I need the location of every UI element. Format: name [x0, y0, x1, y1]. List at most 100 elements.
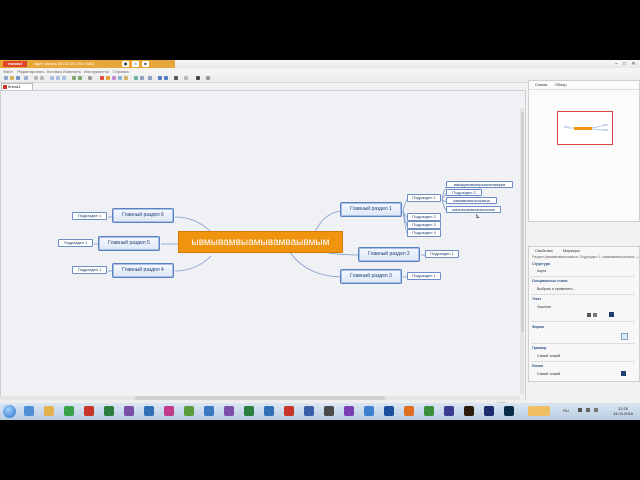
- app-icon[interactable]: [364, 406, 374, 416]
- app-icon[interactable]: [244, 406, 254, 416]
- subtopic-1-1[interactable]: Подраздел 1: [407, 194, 441, 202]
- fit-icon[interactable]: [174, 76, 178, 80]
- copy-icon[interactable]: [56, 76, 60, 80]
- open-icon[interactable]: [10, 76, 14, 80]
- subtopic-4-1[interactable]: Подраздел 1: [72, 266, 107, 274]
- zoom-in-icon[interactable]: [158, 76, 162, 80]
- subsubtopic-3[interactable]: ывамвывапыаывыа: [446, 197, 497, 204]
- tab-properties[interactable]: Свойства: [535, 248, 553, 253]
- summary-icon[interactable]: [148, 76, 152, 80]
- font-select[interactable]: Умолчан: [537, 305, 552, 309]
- minimize-icon[interactable]: –: [615, 61, 618, 67]
- visual-studio-icon[interactable]: [124, 406, 134, 416]
- tray-icon[interactable]: [594, 408, 598, 412]
- new-icon[interactable]: [4, 76, 8, 80]
- app-icon[interactable]: [144, 406, 154, 416]
- line-color-icon[interactable]: [621, 371, 626, 376]
- app-icon[interactable]: [304, 406, 314, 416]
- undo-icon[interactable]: [34, 76, 38, 80]
- main-topic-6[interactable]: Главный раздел 6: [112, 208, 174, 223]
- horizontal-scroll-thumb[interactable]: [135, 396, 385, 400]
- volume-icon[interactable]: [586, 408, 590, 412]
- app-icon[interactable]: [424, 406, 434, 416]
- marker-icon[interactable]: [100, 76, 104, 80]
- subsubtopic-4[interactable]: ывапвыапвыапвыапыв: [446, 206, 501, 213]
- tab-document[interactable]: Книга1: [1, 83, 33, 90]
- advanced-style-select[interactable]: Выбрать и применить...: [537, 287, 576, 291]
- viber-icon[interactable]: [344, 406, 354, 416]
- settings-icon[interactable]: [206, 76, 210, 80]
- menu-help[interactable]: Справка: [113, 69, 129, 74]
- main-topic-5[interactable]: Главный раздел 5: [98, 236, 160, 251]
- ie-icon[interactable]: [24, 406, 34, 416]
- attachment-icon[interactable]: [124, 76, 128, 80]
- app-icon[interactable]: [384, 406, 394, 416]
- menu-modify[interactable]: Изменить: [63, 69, 82, 74]
- explorer-icon[interactable]: [44, 406, 54, 416]
- subsubtopic-2[interactable]: Подраздел 2: [446, 189, 482, 196]
- print-icon[interactable]: [24, 76, 28, 80]
- filter-icon[interactable]: [184, 76, 188, 80]
- recorder-pause-button[interactable]: II: [132, 61, 139, 67]
- text-color-icon[interactable]: [609, 312, 614, 317]
- start-button-icon[interactable]: [3, 405, 16, 418]
- firefox-icon[interactable]: [404, 406, 414, 416]
- subtopic-2-1[interactable]: Подраздел 1: [425, 250, 459, 258]
- main-topic-3[interactable]: Главный раздел 3: [340, 269, 402, 284]
- menu-file[interactable]: Файл: [3, 69, 13, 74]
- tab-markers[interactable]: Маркеры: [563, 248, 580, 253]
- subtopic-1-4[interactable]: Подраздел 4: [407, 229, 441, 237]
- structure-select[interactable]: Карта: [537, 269, 547, 273]
- system-clock[interactable]: 12:25 14.03.2016: [608, 406, 638, 416]
- tab-outline[interactable]: Схема: [535, 82, 548, 87]
- app-icon[interactable]: [84, 406, 94, 416]
- note-icon[interactable]: [112, 76, 116, 80]
- link-icon[interactable]: [118, 76, 122, 80]
- bold-icon[interactable]: [587, 313, 591, 317]
- central-topic[interactable]: ывмывамвыамывамваывмым: [178, 231, 343, 253]
- recorder-task-icon[interactable]: [528, 406, 550, 416]
- subtopic-1-3[interactable]: Подраздел 3: [407, 221, 441, 229]
- subsubtopic-1[interactable]: вамфрвамывфывапывафкв: [446, 181, 513, 188]
- recorder-stop-button[interactable]: ◼: [122, 61, 129, 67]
- paste-icon[interactable]: [62, 76, 66, 80]
- overview-viewport[interactable]: [557, 111, 613, 145]
- relationship-icon[interactable]: [88, 76, 92, 80]
- menu-insert[interactable]: Вставка: [47, 69, 62, 74]
- main-topic-2[interactable]: Главный раздел 2: [358, 247, 420, 262]
- network-icon[interactable]: [578, 408, 582, 412]
- tab-overview[interactable]: Обзор: [555, 82, 567, 87]
- vertical-scroll-thumb[interactable]: [521, 112, 524, 332]
- app-icon[interactable]: [164, 406, 174, 416]
- zoom-out-icon[interactable]: [164, 76, 168, 80]
- menu-edit[interactable]: Редактировать: [17, 69, 45, 74]
- cut-icon[interactable]: [50, 76, 54, 80]
- boundary-icon[interactable]: [140, 76, 144, 80]
- main-topic-1[interactable]: Главный раздел 1: [340, 202, 402, 217]
- subtopic-icon[interactable]: [78, 76, 82, 80]
- label-icon[interactable]: [106, 76, 110, 80]
- topic-icon[interactable]: [72, 76, 76, 80]
- premiere-icon[interactable]: [484, 406, 494, 416]
- app-icon[interactable]: [184, 406, 194, 416]
- italic-icon[interactable]: [593, 313, 597, 317]
- shape-fill-icon[interactable]: [621, 333, 628, 340]
- chrome-icon[interactable]: [64, 406, 74, 416]
- close-icon[interactable]: ✕: [631, 61, 636, 67]
- acrobat-icon[interactable]: [284, 406, 294, 416]
- recorder-end-button[interactable]: ■: [142, 61, 149, 67]
- subtopic-6-1[interactable]: Подраздел 1: [72, 212, 107, 220]
- excel-icon[interactable]: [104, 406, 114, 416]
- subtopic-1-2[interactable]: Подраздел 2: [407, 213, 441, 221]
- language-indicator[interactable]: RU: [563, 408, 569, 413]
- subtopic-5-1[interactable]: Подраздел 1: [58, 239, 93, 247]
- subtopic-3-1[interactable]: Подраздел 1: [407, 272, 441, 280]
- line-width-select[interactable]: Самый тонкий: [537, 372, 561, 376]
- illustrator-icon[interactable]: [464, 406, 474, 416]
- app-icon[interactable]: [224, 406, 234, 416]
- menu-tools[interactable]: Инструменты: [84, 69, 109, 74]
- app-icon[interactable]: [204, 406, 214, 416]
- app-icon[interactable]: [324, 406, 334, 416]
- dreamweaver-icon[interactable]: [444, 406, 454, 416]
- save-icon[interactable]: [16, 76, 20, 80]
